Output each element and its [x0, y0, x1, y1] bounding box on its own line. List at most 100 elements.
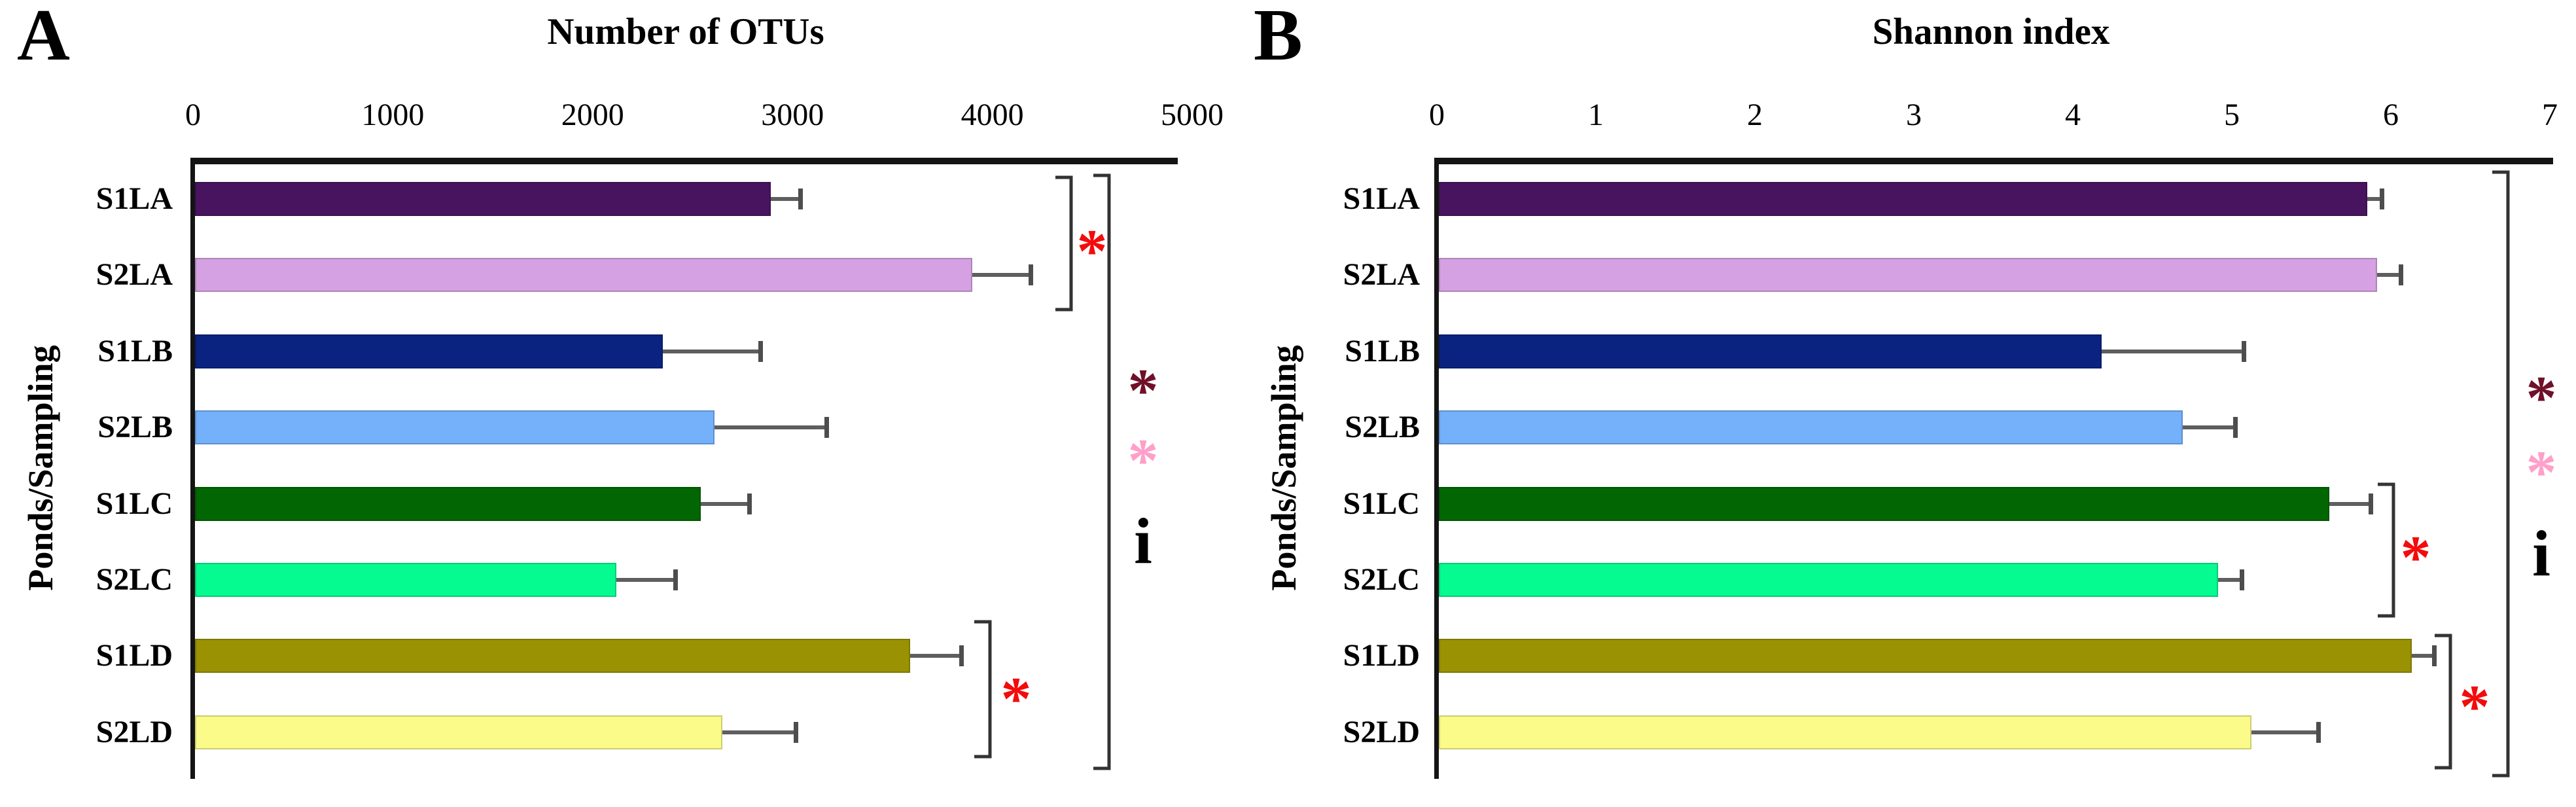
panel-a-x-tick-label: 5000 — [1161, 98, 1224, 132]
panel-b-error-cap-s2lb — [2233, 417, 2238, 438]
panel-a-asterisk-marker: * — [1077, 217, 1108, 285]
panel-a-error-cap-s1lc — [747, 493, 752, 514]
panel-b-category-label: S1LC — [1343, 486, 1420, 521]
panel-b-bar-s1ld — [1439, 639, 2412, 673]
panel-b-bar-s2lc — [1439, 563, 2218, 597]
panel-a-error-bar-s1la — [770, 197, 801, 201]
panel-a-significance-bracket-rows-6-7 — [974, 620, 992, 759]
panel-a-error-bar-s2lb — [715, 425, 827, 429]
panel-b-category-label: S1LD — [1343, 638, 1420, 673]
panel-b-letter: B — [1254, 0, 1303, 76]
panel-a-x-tick-label: 2000 — [561, 98, 624, 132]
panel-b-bar-s1la — [1439, 182, 2368, 216]
panel-a-bar-s1la — [195, 182, 771, 216]
panel-a-error-cap-s2lc — [673, 569, 679, 590]
panel-a-title: Number of OTUs — [547, 11, 824, 52]
panel-a-bar-s1lb — [195, 334, 663, 368]
panel-a-error-cap-s2lb — [824, 417, 830, 438]
panel-b-error-bar-s1lb — [2102, 350, 2244, 353]
panel-a-error-cap-s2ld — [793, 722, 798, 743]
panel-a-category-label: S1LD — [96, 638, 173, 673]
panel-b-significance-bracket-rows-4-5 — [2378, 482, 2395, 618]
panel-b-error-cap-s1lb — [2241, 341, 2246, 362]
panel-a-error-bar-s2la — [972, 273, 1031, 277]
panel-b-category-label: S1LB — [1345, 334, 1420, 368]
panel-b-bar-s2ld — [1439, 715, 2251, 749]
panel-b-error-bar-s1lc — [2329, 502, 2371, 506]
panel-a-bar-s2lc — [195, 563, 617, 597]
panel-b-left-axis-line — [1434, 158, 1439, 779]
panel-b-bar-s2lb — [1439, 410, 2183, 444]
panel-b-bar-s1lc — [1439, 487, 2329, 521]
panel-a-left-axis-line — [190, 158, 195, 779]
panel-a-letter-i-marker: i — [1134, 505, 1152, 577]
panel-b-asterisk-marker: * — [2526, 364, 2557, 432]
panel-b-x-tick-label: 5 — [2224, 98, 2240, 132]
panel-b-bar-s2la — [1439, 258, 2377, 292]
panel-b-title: Shannon index — [1872, 11, 2110, 52]
panel-b-significance-bracket-rows-6-7 — [2435, 634, 2452, 770]
panel-b-x-tick-label: 2 — [1747, 98, 1763, 132]
panel-a-bar-s2la — [195, 258, 972, 292]
panel-a-category-label: S2LB — [97, 410, 173, 444]
panel-a-error-cap-s1la — [798, 188, 803, 209]
panel-a-x-tick-label: 3000 — [761, 98, 824, 132]
panel-a-bar-s2ld — [195, 715, 723, 749]
panel-b-error-cap-s2ld — [2316, 722, 2321, 743]
panel-b-error-bar-s2la — [2376, 273, 2401, 277]
panel-a-error-bar-s1lc — [700, 502, 750, 506]
panel-b-error-cap-s2la — [2399, 264, 2404, 285]
panel-a-significance-bracket-rows-0-1 — [1055, 175, 1073, 312]
panel-a-error-bar-s1ld — [910, 654, 962, 658]
panel-b-x-tick-label: 7 — [2542, 98, 2558, 132]
panel-b-x-tick-label: 3 — [1906, 98, 1922, 132]
panel-b-error-bar-s2lc — [2217, 578, 2242, 582]
panel-a-error-cap-s1ld — [959, 645, 964, 666]
panel-b-error-bar-s1ld — [2412, 654, 2435, 658]
panel-a-significance-bracket-rows-0-7 — [1093, 173, 1111, 770]
panel-b-significance-bracket-rows-0-7 — [2492, 170, 2510, 778]
panel-b-top-axis-line — [1434, 158, 2553, 164]
panel-b-asterisk-marker: * — [2401, 524, 2431, 592]
panel-a-error-cap-s2la — [1028, 264, 1033, 285]
panel-b-letter-i-marker: i — [2532, 517, 2550, 590]
panel-a-category-label: S2LD — [96, 715, 173, 749]
panel-b-error-cap-s1lc — [2368, 493, 2373, 514]
panel-b-x-tick-label: 0 — [1429, 98, 1445, 132]
panel-a-top-axis-line — [190, 158, 1178, 164]
panel-b-x-tick-label: 4 — [2065, 98, 2081, 132]
panel-a-error-bar-s1lb — [662, 350, 761, 353]
panel-b-error-bar-s1la — [2367, 197, 2382, 201]
panel-a-error-bar-s2lc — [616, 578, 676, 582]
panel-b-error-bar-s2lb — [2183, 425, 2236, 429]
panel-b-category-label: S2LD — [1343, 715, 1420, 749]
panel-a-category-label: S1LB — [97, 334, 173, 368]
panel-b-category-label: S1LA — [1343, 181, 1420, 216]
panel-b-error-cap-s1ld — [2432, 645, 2437, 666]
panel-a-category-label: S1LC — [96, 486, 173, 521]
panel-a-x-tick-label: 0 — [185, 98, 201, 132]
panel-b-x-tick-label: 1 — [1588, 98, 1604, 132]
panel-b-x-tick-label: 6 — [2383, 98, 2399, 132]
panel-a-bar-s1lc — [195, 487, 701, 521]
panel-b-error-cap-s2lc — [2240, 569, 2245, 590]
panel-b-error-cap-s1la — [2379, 188, 2384, 209]
panel-a-bar-s2lb — [195, 410, 715, 444]
panel-b-asterisk-marker: * — [2526, 439, 2557, 507]
panel-b-asterisk-marker: * — [2460, 673, 2490, 741]
panel-a-asterisk-marker: * — [1001, 665, 1032, 733]
panel-b-error-bar-s2ld — [2251, 730, 2318, 734]
panel-b-category-label: S2LB — [1345, 410, 1420, 444]
panel-a-error-bar-s2ld — [722, 730, 796, 734]
panel-a-asterisk-marker: * — [1128, 357, 1159, 425]
panel-a-category-label: S1LA — [96, 181, 173, 216]
panel-b-category-label: S2LC — [1343, 562, 1420, 597]
panel-a-category-label: S2LA — [96, 257, 173, 292]
panel-a-asterisk-marker: * — [1128, 427, 1159, 495]
panel-b-category-label: S2LA — [1343, 257, 1420, 292]
panel-a-x-tick-label: 1000 — [361, 98, 425, 132]
panel-b-bar-s1lb — [1439, 334, 2102, 368]
panel-a-letter: A — [17, 0, 70, 76]
